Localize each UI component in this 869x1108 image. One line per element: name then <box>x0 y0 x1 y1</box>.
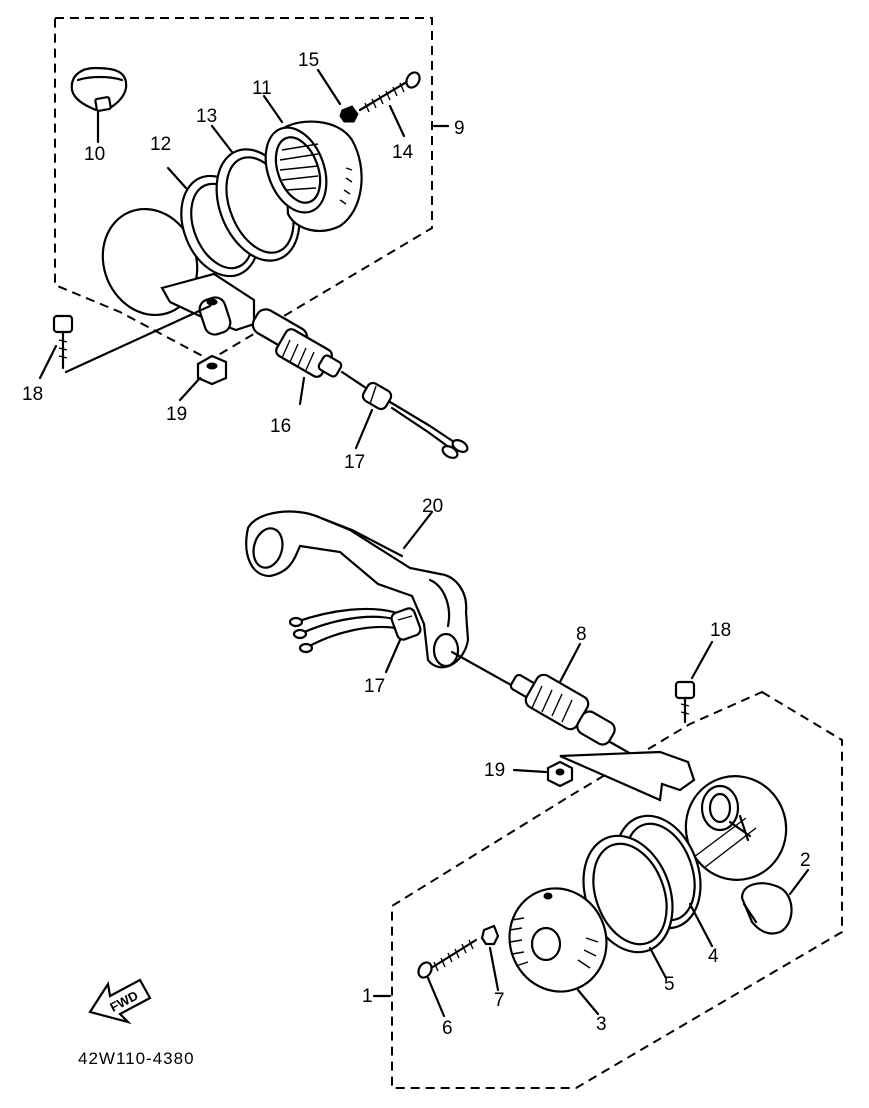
callout-4: 4 <box>708 946 719 967</box>
callout-19-upper: 19 <box>166 404 187 425</box>
callout-18-upper: 18 <box>22 384 43 405</box>
callout-5: 5 <box>664 974 675 995</box>
nut-19-upper <box>178 354 228 402</box>
mount-bracket-20 <box>245 510 470 669</box>
callout-14: 14 <box>392 142 414 163</box>
diagram-code: 42W110-4380 <box>78 1049 195 1068</box>
lamp-bracket-upper <box>160 272 256 336</box>
nut-7 <box>480 924 500 992</box>
lens-3 <box>508 887 608 1016</box>
lower-assembly-group <box>372 690 843 1089</box>
upper-assembly-group <box>38 17 469 459</box>
forward-arrow-icon: FWD <box>88 978 152 1025</box>
callout-15: 15 <box>298 50 319 71</box>
bulb-2 <box>740 868 810 935</box>
callout-17-lower: 17 <box>364 676 385 697</box>
callout-12: 12 <box>150 134 171 155</box>
callout-10: 10 <box>84 144 105 165</box>
grommet-17-upper <box>354 381 469 459</box>
assembly-1-boundary <box>391 690 843 1089</box>
screw-14 <box>358 71 421 138</box>
callout-17-upper: 17 <box>344 452 365 473</box>
nut-19-lower <box>512 760 574 788</box>
bolt-18-upper <box>38 304 212 380</box>
bolt-18-lower <box>674 640 714 724</box>
callout-19-lower: 19 <box>484 760 505 781</box>
screw-6 <box>417 938 478 1018</box>
stem-16 <box>251 308 374 406</box>
callout-20: 20 <box>422 496 443 517</box>
callout-6: 6 <box>442 1018 453 1039</box>
callout-18-lower: 18 <box>710 620 731 641</box>
housing-11 <box>262 94 363 232</box>
nut-15 <box>316 68 359 123</box>
callout-13: 13 <box>196 106 217 127</box>
stem-8 <box>450 642 672 778</box>
callout-1: 1 <box>362 986 373 1007</box>
callout-2: 2 <box>800 850 811 871</box>
callout-9: 9 <box>454 118 465 139</box>
bulb-10 <box>70 66 128 144</box>
callout-16: 16 <box>270 416 291 437</box>
callout-3: 3 <box>596 1014 607 1035</box>
callout-11: 11 <box>252 78 272 99</box>
callout-7: 7 <box>494 990 505 1011</box>
housing-lower <box>684 775 788 881</box>
grommet-17-lower <box>384 607 422 674</box>
lamp-bracket-lower <box>559 750 696 802</box>
callout-8: 8 <box>576 624 587 645</box>
